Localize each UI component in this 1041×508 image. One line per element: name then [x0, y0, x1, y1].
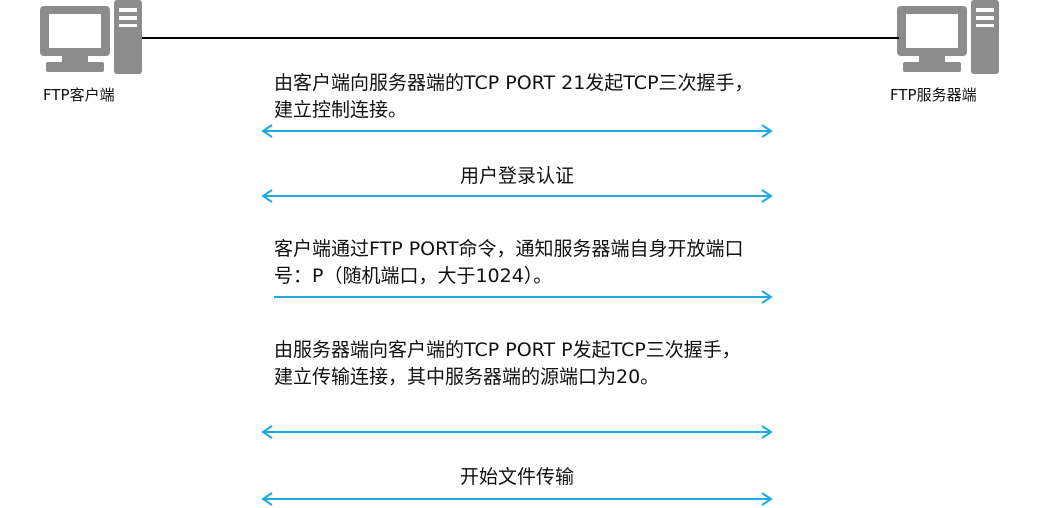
- step-4-bidirectional-arrow: [260, 425, 774, 439]
- step-3-text: 客户端通过FTP PORT命令，通知服务器端自身开放端口号：P（随机端口，大于1…: [274, 238, 744, 287]
- step-2-bidirectional-arrow: [260, 189, 774, 203]
- step-4-text: 由服务器端向客户端的TCP PORT P发起TCP三次握手，建立传输连接，其中服…: [274, 339, 741, 388]
- client-computer-icon: [40, 0, 144, 80]
- server-label: FTP服务器端: [890, 86, 977, 104]
- step-2-text: 用户登录认证: [459, 165, 574, 187]
- client-label: FTP客户端: [43, 86, 115, 104]
- connection-line: [142, 37, 899, 39]
- step-3-right-arrow: [260, 290, 774, 304]
- step-5-bidirectional-arrow: [260, 492, 774, 506]
- step-1-text: 由客户端向服务器端的TCP PORT 21发起TCP三次握手，建立控制连接。: [274, 72, 754, 121]
- step-5-text: 开始文件传输: [459, 466, 574, 488]
- server-computer-icon: [897, 0, 1001, 80]
- step-1-bidirectional-arrow: [260, 124, 774, 138]
